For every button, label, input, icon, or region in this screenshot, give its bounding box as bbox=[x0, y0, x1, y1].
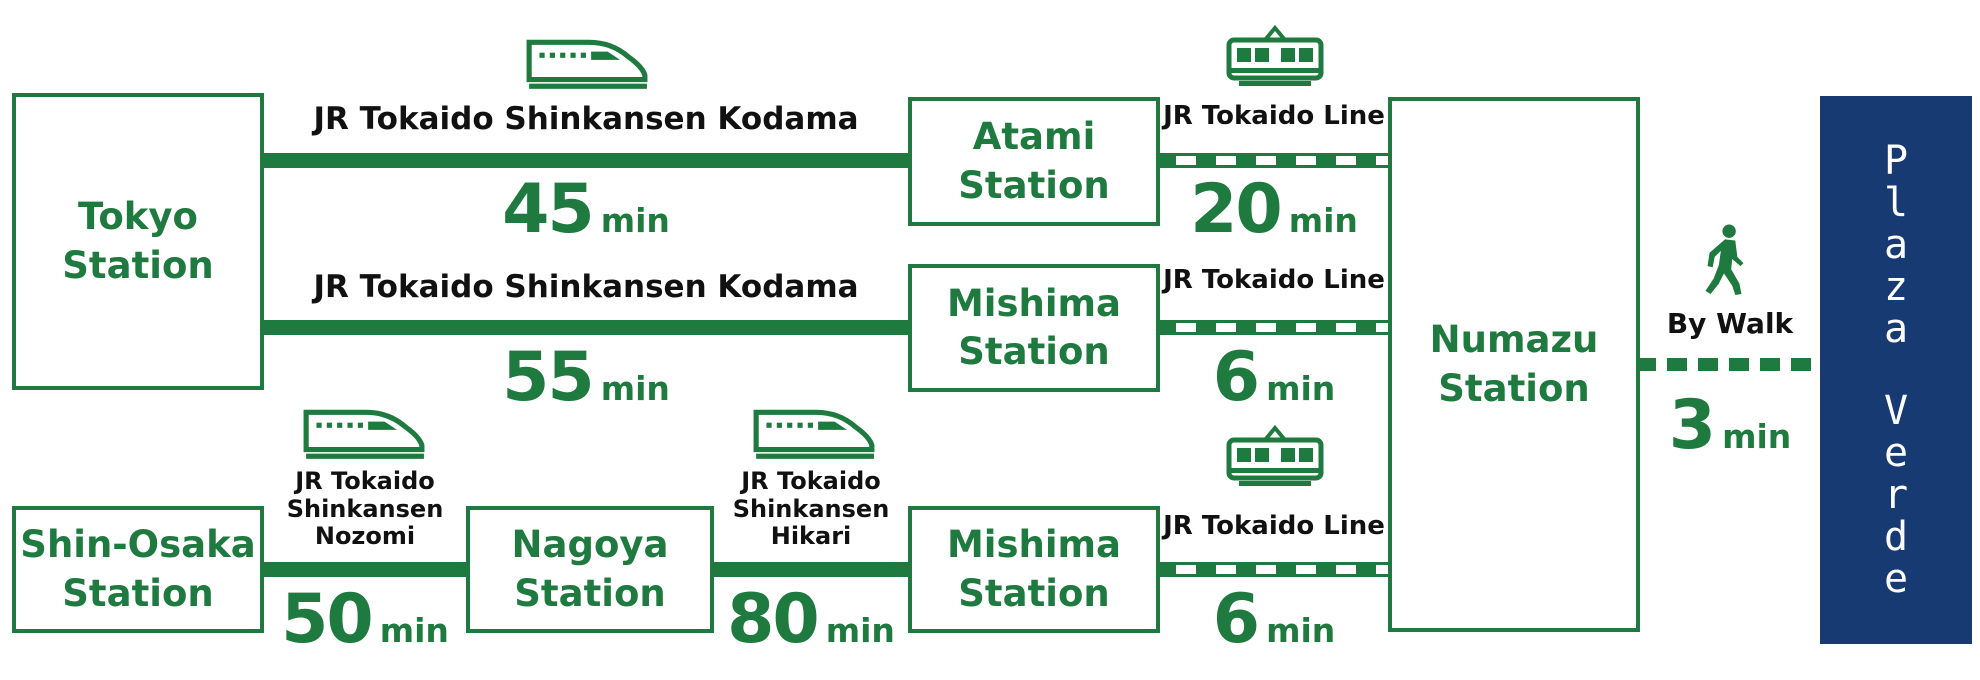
local-train-icon bbox=[1225, 424, 1325, 488]
line-tokyo-mishima bbox=[259, 320, 911, 335]
destination-letter: a bbox=[1883, 306, 1909, 352]
station-suffix: Station bbox=[514, 571, 666, 615]
route-label-line1: JR Tokaido bbox=[295, 467, 435, 495]
time-unit: min bbox=[825, 611, 895, 650]
time-unit: min bbox=[379, 611, 449, 650]
walking-person-icon bbox=[1702, 224, 1748, 296]
time-unit: min bbox=[1266, 369, 1336, 408]
destination-letter: e bbox=[1883, 556, 1909, 602]
time-unit: min bbox=[1722, 417, 1792, 456]
route-label-line2: Shinkansen bbox=[286, 494, 444, 523]
route-label-tokyo-atami: JR Tokaido Shinkansen Kodama bbox=[313, 101, 859, 137]
destination-letter: l bbox=[1883, 180, 1909, 226]
line-tokyo-atami bbox=[259, 153, 911, 168]
route-label-nagoya-mishima: JR Tokaido Shinkansen Hikari bbox=[714, 467, 908, 551]
station-suffix: Station bbox=[1438, 366, 1590, 410]
station-name: Mishima bbox=[946, 281, 1122, 325]
destination-letter: V bbox=[1883, 388, 1909, 434]
time-value: 3 bbox=[1668, 386, 1716, 465]
station-suffix: Station bbox=[958, 571, 1110, 615]
station-suffix: Station bbox=[62, 571, 214, 615]
time-unit: min bbox=[600, 369, 670, 408]
line-osaka-nagoya bbox=[259, 562, 471, 577]
time-value: 80 bbox=[727, 580, 820, 659]
station-name: Shin-Osaka bbox=[20, 523, 256, 567]
walk-path bbox=[1636, 358, 1820, 371]
destination-letter: r bbox=[1883, 472, 1909, 518]
station-name: Tokyo bbox=[78, 195, 198, 239]
station-suffix: Station bbox=[958, 330, 1110, 373]
route-label-line3: Nozomi bbox=[314, 522, 416, 551]
destination-plaza-verde: P l a z a V e r d e bbox=[1820, 96, 1972, 644]
station-name: Nagoya bbox=[511, 523, 669, 567]
time-unit: min bbox=[600, 201, 670, 240]
walk-label: By Walk bbox=[1666, 307, 1794, 340]
station-suffix: Station bbox=[62, 243, 214, 287]
shinkansen-icon bbox=[525, 34, 649, 92]
time-value: 6 bbox=[1212, 580, 1260, 659]
line-mishima2-numazu bbox=[1156, 562, 1392, 577]
time-value: 50 bbox=[281, 580, 374, 659]
route-label-line3: Hikari bbox=[770, 522, 852, 551]
station-name: Numazu bbox=[1429, 318, 1599, 362]
time-value: 45 bbox=[502, 170, 595, 249]
time-unit: min bbox=[1266, 611, 1336, 650]
destination-letter: a bbox=[1883, 222, 1909, 268]
route-label-line1: JR Tokaido bbox=[741, 467, 881, 495]
destination-letter: d bbox=[1883, 514, 1909, 560]
route-label-mishima2-numazu: JR Tokaido Line bbox=[1163, 511, 1385, 541]
time-value: 55 bbox=[502, 338, 595, 417]
destination-letter: z bbox=[1883, 264, 1909, 310]
time-unit: min bbox=[1288, 201, 1358, 240]
station-suffix: Station bbox=[958, 163, 1110, 207]
line-nagoya-mishima bbox=[710, 562, 911, 577]
time-value: 6 bbox=[1212, 338, 1260, 417]
local-train-icon bbox=[1225, 24, 1325, 88]
destination-letter: e bbox=[1883, 430, 1909, 476]
station-name: Atami bbox=[972, 115, 1096, 159]
line-atami-numazu bbox=[1156, 153, 1392, 168]
route-label-line2: Shinkansen bbox=[732, 494, 890, 523]
line-mishima-numazu bbox=[1156, 320, 1392, 335]
route-label-atami-numazu: JR Tokaido Line bbox=[1163, 101, 1385, 131]
destination-letter: P bbox=[1883, 138, 1909, 184]
route-label-tokyo-mishima: JR Tokaido Shinkansen Kodama bbox=[313, 269, 859, 305]
route-label-osaka-nagoya: JR Tokaido Shinkansen Nozomi bbox=[264, 467, 466, 551]
time-value: 20 bbox=[1190, 170, 1283, 249]
station-name: Mishima bbox=[946, 523, 1122, 567]
route-label-mishima-numazu: JR Tokaido Line bbox=[1163, 265, 1385, 295]
